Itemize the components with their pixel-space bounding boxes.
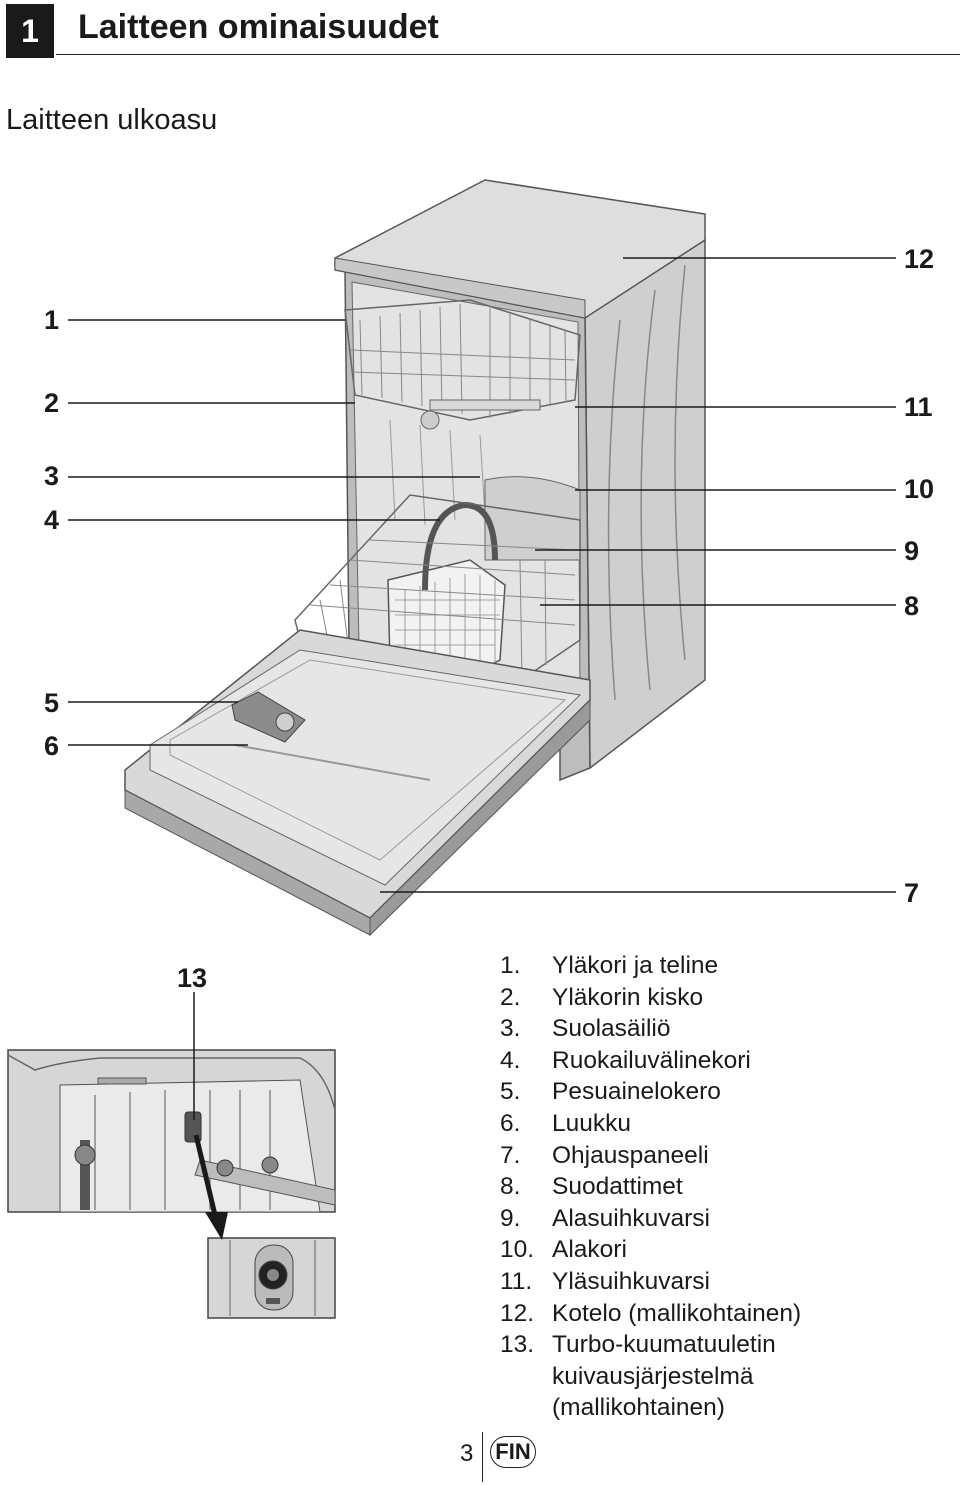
legend-item: 10.Alakori [500, 1236, 627, 1264]
callout-11: 11 [904, 392, 933, 422]
legend-item: 7.Ohjauspaneeli [500, 1141, 709, 1169]
callout-6: 6 [44, 731, 60, 761]
legend-item: 5.Pesuainelokero [500, 1078, 721, 1106]
section-title: Laitteen ulkoasu [6, 104, 218, 136]
title-divider [56, 54, 960, 55]
legend-item: 12.Kotelo (mallikohtainen) [500, 1299, 802, 1327]
legend-item: 4.Ruokailuvälinekori [500, 1046, 751, 1074]
legend-item: 13.Turbo-kuumatuuletin [500, 1331, 776, 1359]
page-number: 3 [460, 1440, 474, 1467]
footer-divider [482, 1432, 483, 1482]
callout-2: 2 [44, 388, 60, 418]
callout-7: 7 [904, 878, 920, 908]
legend-item: 6.Luukku [500, 1109, 632, 1137]
legend-item: 11.Yläsuihkuvarsi [500, 1267, 710, 1295]
legend-item: 9.Alasuihkuvarsi [500, 1204, 710, 1232]
chapter-number-badge: 1 [6, 4, 54, 58]
turbo-fan-inset [7, 992, 336, 1319]
legend-item: 8.Suodattimet [500, 1173, 683, 1201]
callout-5: 5 [44, 688, 60, 718]
parts-legend: 1.Yläkori ja teline 2.Yläkorin kisko 3.S… [500, 950, 801, 1424]
callout-3: 3 [44, 461, 60, 491]
callout-13: 13 [177, 963, 208, 993]
legend-item: 1.Yläkori ja teline [500, 952, 719, 979]
language-badge: FIN [490, 1436, 536, 1468]
callout-10: 10 [904, 474, 935, 504]
legend-item-continuation: (mallikohtainen) [552, 1394, 725, 1422]
legend-item: 2.Yläkorin kisko [500, 983, 704, 1011]
chapter-title: Laitteen ominaisuudet [78, 8, 439, 46]
callout-4: 4 [44, 505, 60, 535]
callout-leaders [68, 257, 896, 893]
callout-9: 9 [904, 536, 920, 566]
legend-item: 3.Suolasäiliö [500, 1015, 671, 1043]
legend-item-continuation: kuivausjärjestelmä [552, 1362, 754, 1390]
callout-8: 8 [904, 591, 920, 621]
callout-12: 12 [904, 244, 935, 274]
callout-1: 1 [44, 305, 60, 335]
